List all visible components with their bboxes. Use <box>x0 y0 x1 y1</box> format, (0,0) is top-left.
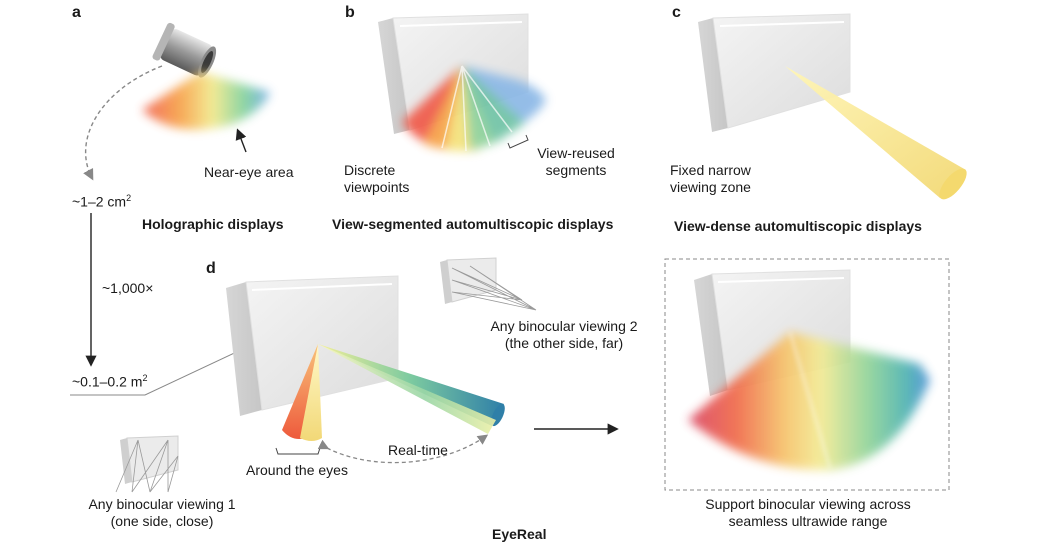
panel-d-title: EyeReal <box>492 526 547 542</box>
camera-icon <box>152 22 217 78</box>
small-display-1 <box>115 435 179 493</box>
bino1-line2: (one side, close) <box>110 513 214 529</box>
realtime-label: Real-time <box>388 442 448 458</box>
binocular-2-label: Any binocular viewing 2 (the other side,… <box>474 318 654 352</box>
dashed-arrow-a <box>83 65 163 181</box>
near-eye-label: Near-eye area <box>204 164 294 180</box>
panel-b-illustration <box>378 13 546 152</box>
bino1-line1: Any binocular viewing 1 <box>88 496 236 512</box>
display-icon <box>698 13 851 132</box>
panel-b-title: View-segmented automultiscopic displays <box>332 216 614 232</box>
bracket-icon <box>275 447 321 455</box>
factor-label: ~1,000× <box>102 280 154 296</box>
area-leader-line <box>70 339 263 396</box>
around-eyes-label: Around the eyes <box>246 462 348 478</box>
support-range-label: Support binocular viewing across seamles… <box>666 496 950 530</box>
support-line2: seamless ultrawide range <box>728 513 888 529</box>
area-large-label: ~0.1–0.2 m2 <box>72 370 147 391</box>
range-box <box>664 258 950 491</box>
area-small-sup: 2 <box>126 193 132 203</box>
fixed-zone-label: Fixed narrow viewing zone <box>670 162 751 196</box>
panel-c-title: View-dense automultiscopic displays <box>674 218 922 234</box>
panel-label-b: b <box>345 4 355 21</box>
panel-label-c: c <box>672 4 681 21</box>
support-line1: Support binocular viewing across <box>705 496 911 512</box>
binocular-1-label: Any binocular viewing 1 (one side, close… <box>62 496 262 530</box>
view-reused-label: View-reused segments <box>526 145 626 179</box>
panel-c-illustration <box>698 13 967 200</box>
panel-a-illustration <box>70 22 270 396</box>
panel-a-title: Holographic displays <box>142 216 284 232</box>
reused-line2: segments <box>545 162 607 178</box>
fixed-line1: Fixed narrow <box>670 162 751 178</box>
small-display-2 <box>440 257 537 311</box>
area-small-label: ~1–2 cm2 <box>72 190 131 211</box>
discrete-line1: Discrete <box>344 162 396 178</box>
panel-d-illustration <box>115 257 950 493</box>
panel-label-d: d <box>206 260 216 277</box>
reused-line1: View-reused <box>537 145 615 161</box>
arrow-icon <box>235 128 247 153</box>
area-large-text: ~0.1–0.2 m <box>72 373 143 390</box>
realtime-arrow <box>317 434 489 464</box>
discrete-viewpoints-label: Discrete viewpoints <box>344 162 409 196</box>
discrete-line2: viewpoints <box>344 179 410 195</box>
area-large-sup: 2 <box>142 373 148 383</box>
area-small-text: ~1–2 cm <box>72 193 127 210</box>
bracket-icon <box>507 134 529 149</box>
bino2-line2: (the other side, far) <box>504 335 624 351</box>
fixed-line2: viewing zone <box>670 179 751 195</box>
panel-label-a: a <box>72 4 81 21</box>
bino2-line1: Any binocular viewing 2 <box>490 318 638 334</box>
